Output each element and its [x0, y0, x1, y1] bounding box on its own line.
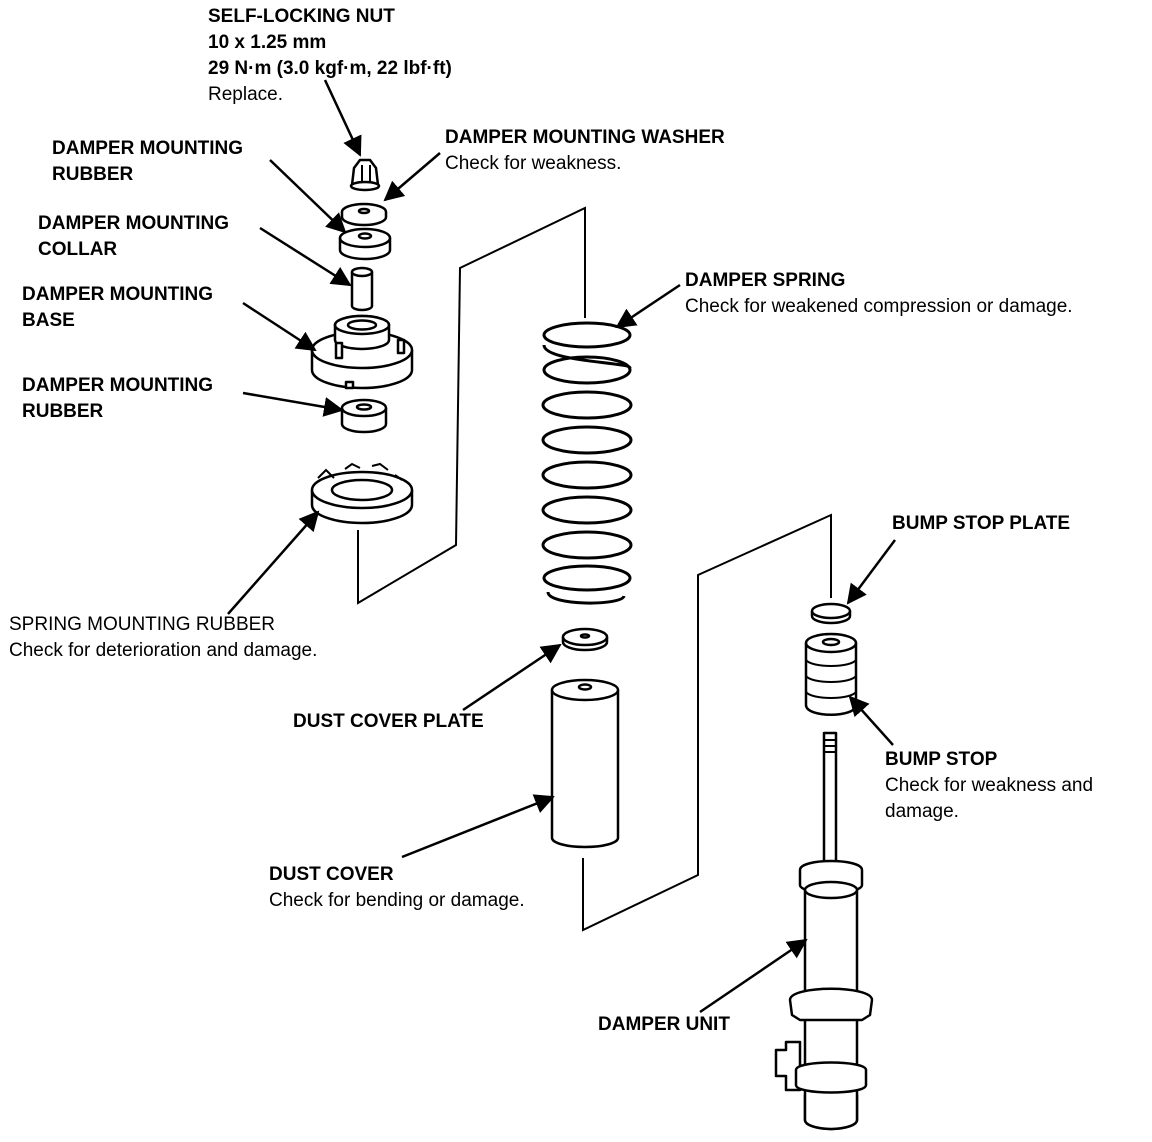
- damper-mounting-base-line1: DAMPER MOUNTING: [22, 284, 214, 305]
- dust-cover-plate-name: DUST COVER PLATE: [293, 711, 484, 732]
- spring-mounting-rubber-part: [310, 462, 414, 525]
- bump-stop-plate-name: BUMP STOP PLATE: [892, 513, 1071, 534]
- dust-cover-plate-part: [561, 627, 609, 652]
- label-bump-stop-plate: BUMP STOP PLATE: [892, 511, 1070, 537]
- damper-mounting-rubber-lower-line1: DAMPER MOUNTING: [22, 375, 214, 396]
- label-bump-stop: BUMP STOP Check for weakness and damage.: [885, 747, 1093, 825]
- dust-cover-name: DUST COVER: [269, 864, 394, 885]
- damper-mounting-rubber-lower-part: [340, 398, 388, 434]
- damper-mounting-washer-part: [340, 202, 388, 227]
- bump-stop-part: [804, 632, 858, 716]
- damper-spring-note: Check for weakened compression or damage…: [685, 296, 1073, 317]
- label-dust-cover: DUST COVER Check for bending or damage.: [269, 862, 525, 914]
- dust-cover-part: [550, 678, 620, 849]
- damper-mounting-washer-name: DAMPER MOUNTING WASHER: [445, 127, 725, 148]
- label-damper-mounting-collar: DAMPER MOUNTING COLLAR: [38, 211, 229, 263]
- bump-stop-note-line1: Check for weakness and: [885, 775, 1094, 796]
- self-locking-nut-note: Replace.: [208, 84, 283, 105]
- damper-unit-part: [774, 731, 874, 1131]
- spring-mounting-rubber-note: Check for deterioration and damage.: [9, 640, 318, 661]
- self-locking-nut-name: SELF-LOCKING NUT: [208, 6, 395, 27]
- label-spring-mounting-rubber: SPRING MOUNTING RUBBER Check for deterio…: [9, 612, 317, 664]
- damper-mounting-rubber-upper-line2: RUBBER: [52, 164, 134, 185]
- damper-mounting-base-line2: BASE: [22, 310, 75, 331]
- damper-mounting-washer-note: Check for weakness.: [445, 153, 622, 174]
- bump-stop-name: BUMP STOP: [885, 749, 998, 770]
- damper-mounting-rubber-lower-line2: RUBBER: [22, 401, 104, 422]
- damper-unit-name: DAMPER UNIT: [598, 1014, 730, 1035]
- self-locking-nut-part: [349, 158, 381, 192]
- label-damper-mounting-rubber-lower: DAMPER MOUNTING RUBBER: [22, 373, 213, 425]
- label-damper-mounting-washer: DAMPER MOUNTING WASHER Check for weaknes…: [445, 125, 725, 177]
- damper-mounting-collar-part: [350, 266, 374, 312]
- label-damper-spring: DAMPER SPRING Check for weakened compres…: [685, 268, 1073, 320]
- damper-mounting-collar-line2: COLLAR: [38, 239, 118, 260]
- label-damper-mounting-base: DAMPER MOUNTING BASE: [22, 282, 213, 334]
- damper-spring-name: DAMPER SPRING: [685, 270, 846, 291]
- damper-mounting-rubber-upper-part: [338, 227, 392, 261]
- label-self-locking-nut: SELF-LOCKING NUT 10 x 1.25 mm 29 N·m (3.…: [208, 4, 452, 108]
- self-locking-nut-torque: 29 N·m (3.0 kgf·m, 22 lbf·ft): [208, 58, 452, 79]
- self-locking-nut-size: 10 x 1.25 mm: [208, 32, 327, 53]
- damper-mounting-rubber-upper-line1: DAMPER MOUNTING: [52, 138, 244, 159]
- bump-stop-plate-part: [810, 602, 852, 625]
- leader-arrows: [227, 79, 897, 1014]
- label-dust-cover-plate: DUST COVER PLATE: [293, 709, 484, 735]
- damper-mounting-base-part: [310, 314, 414, 390]
- label-damper-mounting-rubber-upper: DAMPER MOUNTING RUBBER: [52, 136, 243, 188]
- damper-mounting-collar-line1: DAMPER MOUNTING: [38, 213, 230, 234]
- dust-cover-note: Check for bending or damage.: [269, 890, 525, 911]
- label-damper-unit: DAMPER UNIT: [598, 1012, 730, 1038]
- spring-mounting-rubber-name: SPRING MOUNTING RUBBER: [9, 614, 276, 635]
- damper-spring-part: [541, 321, 633, 605]
- assembly-centerlines: [357, 206, 832, 932]
- bump-stop-note-line2: damage.: [885, 801, 959, 822]
